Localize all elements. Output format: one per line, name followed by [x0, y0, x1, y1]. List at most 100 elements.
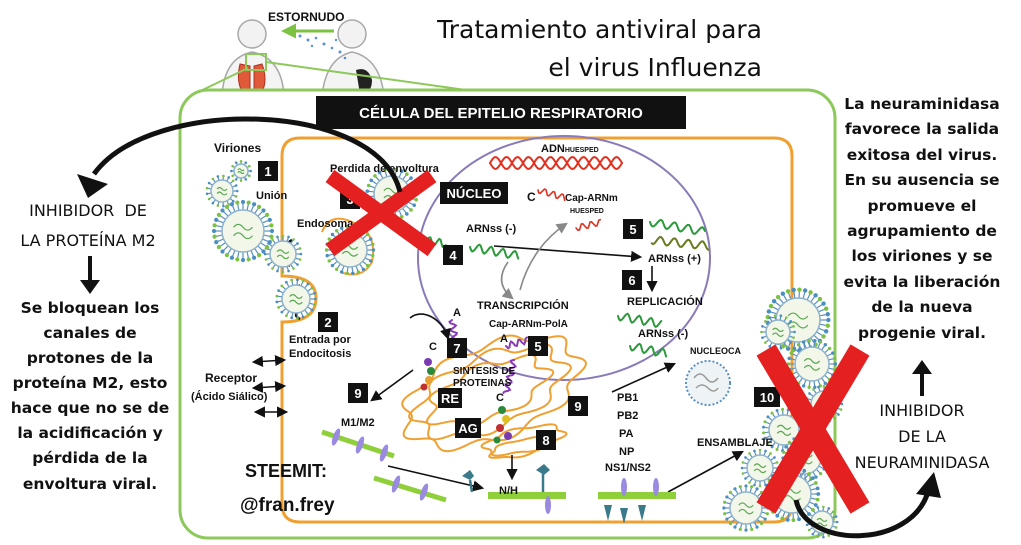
virion — [263, 234, 303, 274]
virion-spike-tip — [298, 258, 302, 261]
virion-spike-tip — [761, 431, 765, 435]
virion-spike-tip — [207, 197, 211, 201]
virion-spike-tip — [807, 512, 811, 516]
endocytosis-label-1: Entrada por — [289, 334, 351, 346]
virion-spike-tip — [299, 252, 303, 256]
virion-spike-tip — [330, 263, 335, 268]
na-inhibitor-heading-3: NEURAMINIDASA — [855, 453, 990, 472]
na-description-line-1: La neuraminidasa — [844, 95, 999, 113]
virion-envelope — [729, 491, 763, 525]
viral-membrane-proteins — [321, 428, 676, 524]
na-description-line-10: progenie viral. — [858, 324, 986, 342]
virion-spike-tip — [818, 340, 823, 344]
virion-spike-tip — [276, 269, 279, 273]
virion-spike-tip — [775, 461, 779, 464]
m2-inhibition-x — [325, 169, 437, 257]
virion-genome — [753, 463, 767, 474]
virion-spike-tip — [296, 242, 299, 245]
virion-spike-tip — [234, 195, 238, 198]
nucleus-envelope — [417, 135, 711, 381]
na-description-line-6: agrupamiento de — [847, 222, 997, 240]
virion-spike-tip — [761, 336, 764, 339]
virion-envelope — [210, 179, 234, 203]
virion-genome — [776, 424, 792, 436]
virion-spike-tip — [334, 267, 339, 272]
m2-description-line-6: la acidificación y — [17, 424, 162, 442]
virion-spike-tip — [805, 523, 809, 527]
golgi-label: AG — [458, 421, 478, 436]
virion-spike-tip — [301, 279, 305, 283]
virion-spike-tip — [791, 518, 796, 523]
endosome-label: Endosoma — [297, 218, 354, 230]
watermark-line-2: @fran.frey — [240, 495, 335, 516]
virion-spike-tip — [807, 385, 811, 389]
virion-spike-tip — [251, 255, 257, 260]
virion-spike-tip — [234, 161, 238, 164]
replication-label: REPLICACIÓN — [627, 295, 703, 308]
virion-spike-tip — [755, 487, 759, 491]
virion-spike-tip — [205, 192, 209, 196]
step-9-label-right: 9 — [574, 399, 581, 414]
virion-spike-tip — [212, 223, 217, 228]
virion — [740, 448, 780, 488]
virion-spike-tip — [248, 164, 251, 168]
virion-spike-tip — [817, 296, 823, 302]
virion-spike-tip — [244, 178, 248, 181]
virion-spike-tip — [755, 525, 759, 529]
na-description-line-2: favorece la salida — [845, 120, 999, 138]
virion-spike-tip — [234, 178, 238, 181]
virion-spike-tip — [775, 294, 781, 300]
protein-pb1: PB1 — [617, 392, 638, 404]
virion-spike-tip — [235, 200, 240, 205]
nuclear-arrows — [500, 222, 568, 300]
virion-spike-tip — [284, 314, 288, 318]
virion-spike-tip — [802, 468, 807, 473]
virion-spike-tip — [334, 228, 339, 233]
virion-spike-tip — [229, 255, 235, 260]
virion-genome — [738, 502, 754, 515]
virion-spike-tip — [313, 303, 316, 307]
virion-spike-tip — [306, 282, 310, 286]
virion-spike-tip — [224, 204, 229, 210]
virion-spike-tip — [815, 486, 820, 491]
virion-spike-tip — [760, 522, 764, 526]
virion-spike-tip — [827, 534, 831, 537]
virion-spike-tip — [808, 290, 813, 295]
receptor-label-1: Receptor — [205, 371, 257, 385]
virion-spike-tip — [235, 189, 239, 193]
virion-spike-tip — [807, 472, 811, 476]
assembly-label: ENSAMBLAJE — [697, 437, 773, 449]
virion-spike-tip — [760, 330, 763, 334]
na-description-line-7: los viriones y se — [851, 247, 992, 265]
virion-spike-tip — [369, 237, 373, 241]
virion-spike-tip — [827, 507, 831, 510]
virion-spike-tip — [812, 388, 815, 391]
virion-spike-tip — [763, 517, 767, 521]
virion-spike-tip — [324, 248, 329, 252]
er-membrane — [401, 334, 588, 453]
virion-spike-tip — [298, 247, 302, 250]
er-membrane — [425, 353, 555, 429]
virion-spike-tip — [325, 253, 329, 258]
m2-description-line-8: envoltura viral. — [23, 475, 157, 493]
virion-spike-tip — [280, 284, 284, 288]
viral-mrna-strand — [502, 359, 517, 394]
virion-spike-tip — [345, 225, 349, 229]
virion-spike-tip — [269, 223, 274, 228]
virion-spike-tip — [765, 512, 769, 516]
virion-spike-tip — [229, 202, 235, 207]
pathway-arrows — [251, 245, 744, 493]
virion-spike-tip — [339, 226, 344, 230]
title-line-1: Tratamiento antiviral para — [436, 15, 762, 44]
virion-spike-tip — [412, 203, 416, 207]
sneeze-label: ESTORNUDO — [268, 10, 344, 24]
virion-envelope — [269, 240, 297, 268]
virion-spike-tip — [763, 436, 767, 440]
virion-spike-tip — [822, 384, 826, 388]
virion-spike-tip — [766, 309, 772, 314]
na-description-line-8: evita la liberación — [844, 273, 1001, 291]
virion — [722, 484, 770, 532]
virion-spike-tip — [791, 287, 796, 293]
golgi-badge: AG — [455, 418, 481, 438]
virion-spike-tip — [785, 517, 790, 522]
